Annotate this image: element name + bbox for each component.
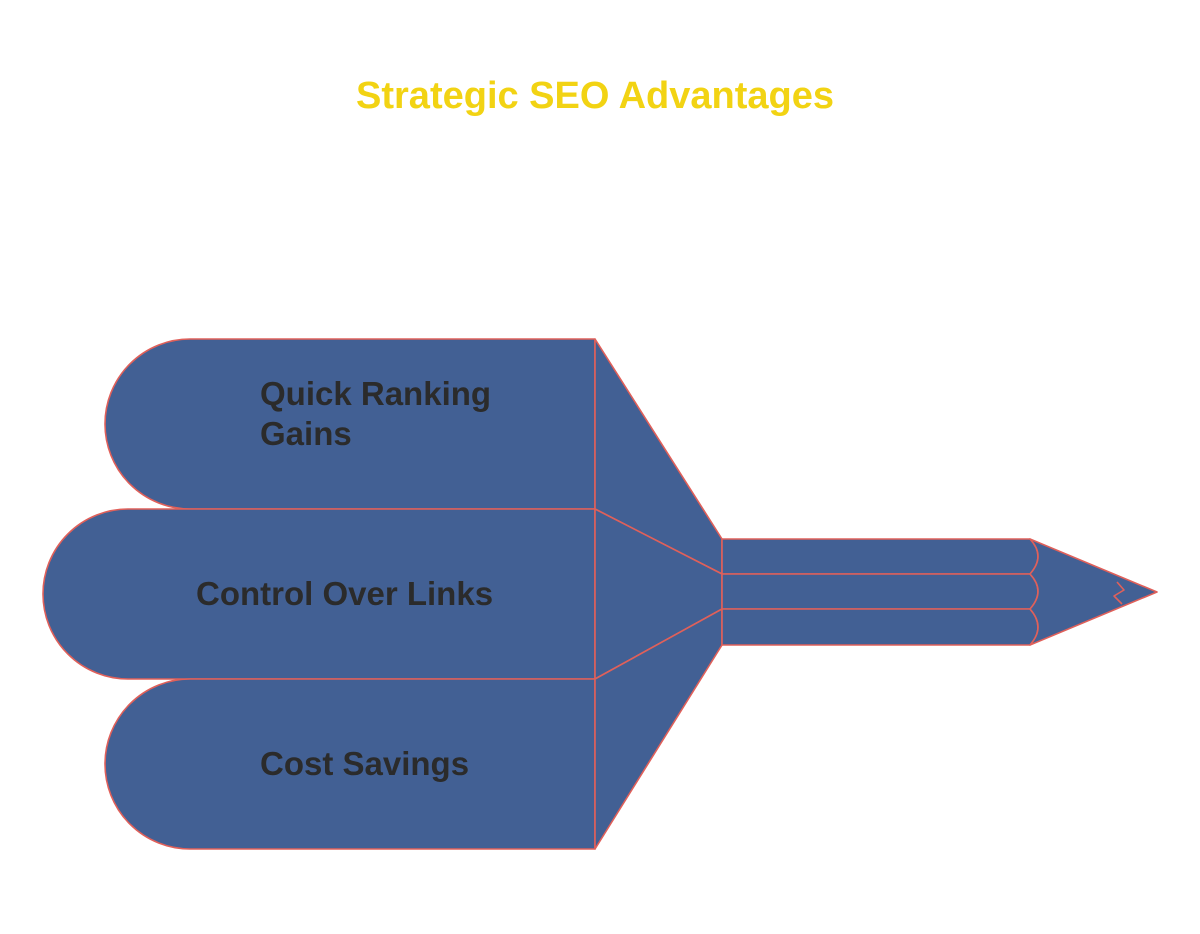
block-quick-ranking-gains — [104, 338, 596, 510]
pencil-band-middle — [721, 573, 1039, 610]
pencil-tip — [1029, 538, 1158, 646]
pencil-lead-mark — [1113, 581, 1125, 605]
block-cost-savings — [104, 678, 596, 850]
pencil-band-bottom — [721, 608, 1039, 646]
pencil-band-top — [721, 538, 1039, 575]
label-cost-savings: Cost Savings — [260, 745, 469, 782]
label-quick-ranking-gains: Quick Ranking Gains — [260, 375, 500, 452]
block-control-over-links — [42, 508, 596, 680]
diagram-title: Strategic SEO Advantages — [356, 75, 834, 117]
label-control-over-links: Control Over Links — [196, 575, 493, 612]
diagram-shapes — [42, 338, 1158, 850]
diagram-labels: Quick Ranking Gains Control Over Links C… — [196, 375, 500, 782]
